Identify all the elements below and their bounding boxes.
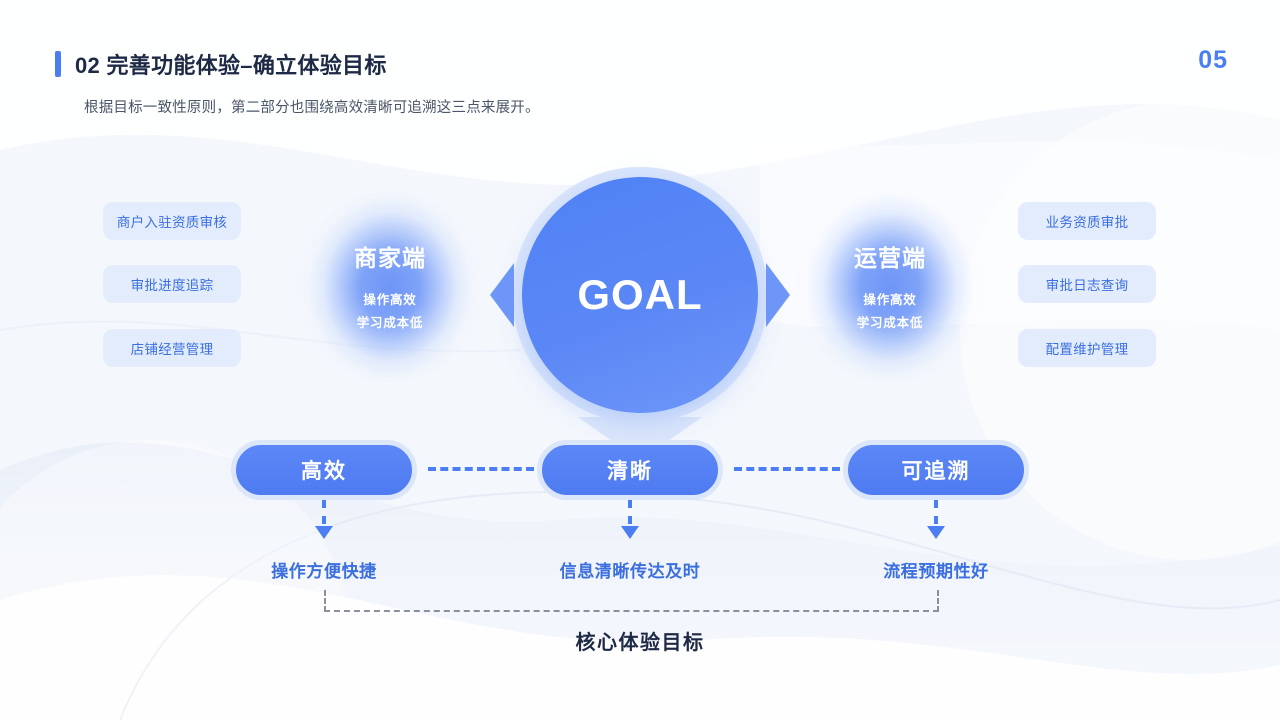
goal-node[interactable]: GOAL [490, 167, 790, 461]
merchant-side-bubble[interactable]: 商家端 操作高效 学习成本低 [295, 192, 485, 382]
pillar-button-1[interactable]: 高效 [231, 440, 417, 500]
right-tag-2[interactable]: 审批日志查询 [1018, 265, 1156, 303]
operations-side-sub-2: 学习成本低 [856, 316, 924, 330]
pillar-button-3[interactable]: 可追溯 [843, 440, 1029, 500]
merchant-side-sub-1: 操作高效 [363, 292, 417, 307]
left-tag-2[interactable]: 审批进度追踪 [103, 265, 241, 303]
operations-side-title: 运营端 [854, 244, 926, 271]
down-arrow-icon-3 [926, 500, 946, 539]
summary-bracket [324, 590, 939, 612]
page-subtitle: 根据目标一致性原则，第二部分也围绕高效清晰可追溯这三点来展开。 [84, 100, 540, 116]
goal-circle: GOAL [522, 177, 758, 413]
outcome-label-3: 流程预期性好 [883, 562, 989, 581]
title-accent-bar [55, 51, 61, 77]
page-number: 05 [1198, 46, 1228, 74]
operations-side-bubble[interactable]: 运营端 操作高效 学习成本低 [795, 192, 985, 382]
outcome-label-1: 操作方便快捷 [271, 562, 377, 581]
goal-left-arrow-icon [490, 263, 514, 327]
merchant-side-sub-2: 学习成本低 [356, 316, 424, 330]
merchant-side-title: 商家端 [354, 244, 426, 271]
outcome-label-2: 信息清晰传达及时 [559, 562, 701, 581]
right-tag-3[interactable]: 配置维护管理 [1018, 329, 1156, 367]
left-tag-3[interactable]: 店铺经营管理 [103, 329, 241, 367]
page-title: 02 完善功能体验–确立体验目标 [55, 48, 387, 80]
summary-label: 核心体验目标 [575, 632, 705, 654]
pillar-connector-1 [428, 467, 534, 471]
pillar-button-2[interactable]: 清晰 [537, 440, 723, 500]
goal-label: GOAL [577, 271, 703, 318]
down-arrow-icon-2 [620, 500, 640, 539]
goal-right-arrow-icon [766, 263, 790, 327]
down-arrow-icon-1 [314, 500, 334, 539]
slide-header: 02 完善功能体验–确立体验目标 根据目标一致性原则，第二部分也围绕高效清晰可追… [0, 0, 1280, 130]
left-tag-1[interactable]: 商户入驻资质审核 [103, 202, 241, 240]
pillar-connector-2 [734, 467, 840, 471]
operations-side-sub-1: 操作高效 [863, 292, 917, 307]
title-text: 02 完善功能体验–确立体验目标 [75, 53, 387, 78]
right-tag-1[interactable]: 业务资质审批 [1018, 202, 1156, 240]
